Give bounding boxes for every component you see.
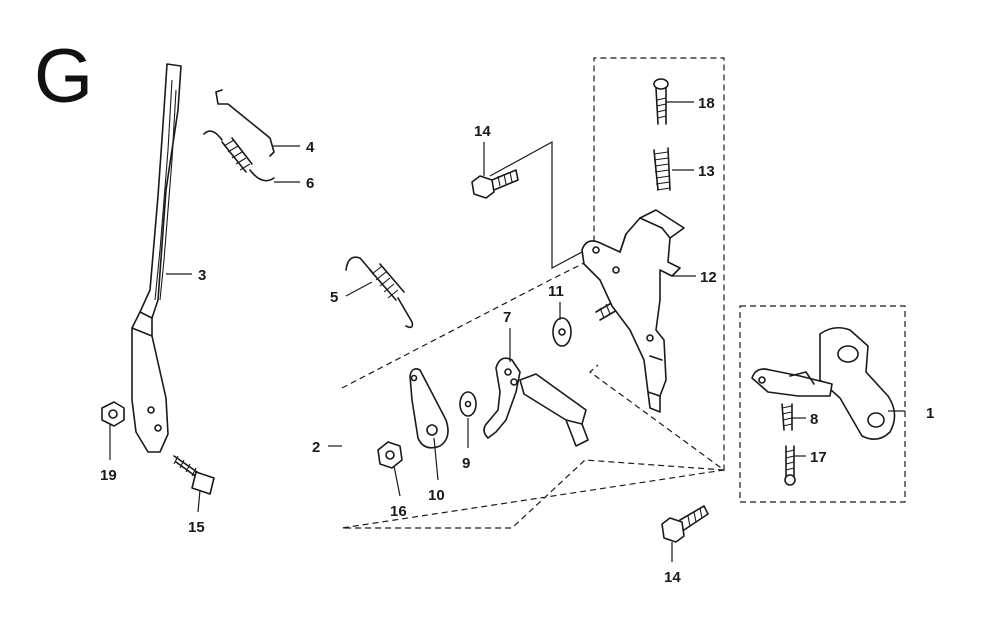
callout-11: 11 [548,283,564,300]
part-14-bolt-upper [471,169,519,199]
callout-19: 19 [100,467,117,484]
callout-6: 6 [306,175,314,192]
part-14-bolt-lower [661,505,709,543]
callout-3: 3 [198,267,206,284]
part-1-lever-assembly [751,326,896,440]
callout-14-lower: 14 [664,569,681,586]
callout-4: 4 [306,139,315,156]
callout-2: 2 [312,439,320,456]
callout-9: 9 [462,455,470,472]
callout-10: 10 [428,487,445,504]
part-9-washer [459,391,477,417]
part-6-spring [203,130,275,182]
callout-15: 15 [188,519,205,536]
part-13-spring [653,147,671,191]
group-box-assembly-1 [739,305,906,503]
part-3-control-lever [131,63,182,453]
part-17-screw [784,445,796,486]
part-16-nut [377,441,403,469]
callout-18: 18 [698,95,715,112]
part-18-screw [653,78,669,125]
callout-17: 17 [810,449,827,466]
group-box-assembly-2 [341,57,725,529]
callout-16: 16 [390,503,407,520]
section-letter: G [34,34,93,119]
callout-7: 7 [503,309,511,326]
part-12-bracket [581,209,685,413]
part-19-nut [101,401,125,427]
callout-12: 12 [700,269,717,286]
callout-labels: 1 2 3 4 5 6 7 8 9 10 11 12 13 14 14 15 1… [100,95,934,586]
callout-5: 5 [330,289,338,306]
callout-14-upper: 14 [474,123,491,140]
part-7-governor-arm [483,357,589,447]
callout-1: 1 [926,405,934,422]
callout-13: 13 [698,163,715,180]
part-8-spring [781,403,793,431]
part-5-spring [345,256,414,329]
part-10-throttle-arm [409,368,449,449]
part-15-bolt [173,455,215,495]
callout-8: 8 [810,411,818,428]
leader-lines [109,101,905,562]
part-11-washer [552,317,572,347]
part-4-governor-rod [215,89,275,157]
